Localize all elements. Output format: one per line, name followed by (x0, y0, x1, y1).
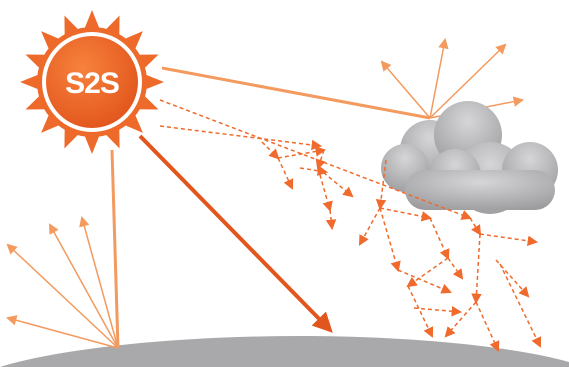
sun: S2S (37, 27, 147, 137)
ray-to-ground (112, 150, 118, 348)
scattered-ray-arrow (480, 234, 536, 242)
direct-beam-arrow (140, 136, 330, 330)
scattered-ray-arrow (278, 150, 324, 158)
ground (0, 336, 569, 367)
scattered-ray-arrow (446, 302, 476, 336)
sun-label: S2S (65, 67, 119, 100)
scattered-ray-arrow (398, 270, 450, 292)
scattered-ray-arrow (408, 258, 448, 286)
scattered-ray-arrow (318, 150, 324, 168)
scattered-ray-arrow (330, 210, 332, 228)
scattered-ray-arrow (470, 218, 480, 234)
scattered-ray-arrow (360, 208, 380, 244)
ray-to-cloud (162, 68, 430, 118)
scattered-ray-arrow (500, 264, 540, 346)
scattered-ray-arrow (476, 234, 480, 302)
scattered-ray-arrow (430, 218, 448, 258)
scattered-ray-arrow (380, 208, 398, 270)
scattered-ray-arrow (262, 142, 278, 158)
scattered-ray-arrow (408, 286, 432, 336)
ground-reflected-rays (8, 218, 118, 348)
scattered-ray-arrow (300, 168, 326, 172)
scattered-ray-arrow (496, 260, 528, 296)
reflected-ray (82, 218, 118, 348)
scattered-ray-arrow (476, 302, 498, 350)
cloud (381, 101, 558, 214)
scattered-ray-arrow (318, 168, 330, 210)
scattered-ray-arrow (278, 158, 292, 188)
scattered-ray-arrow (160, 126, 320, 146)
reflected-ray (50, 225, 118, 348)
scattered-ray-arrow (448, 258, 462, 278)
